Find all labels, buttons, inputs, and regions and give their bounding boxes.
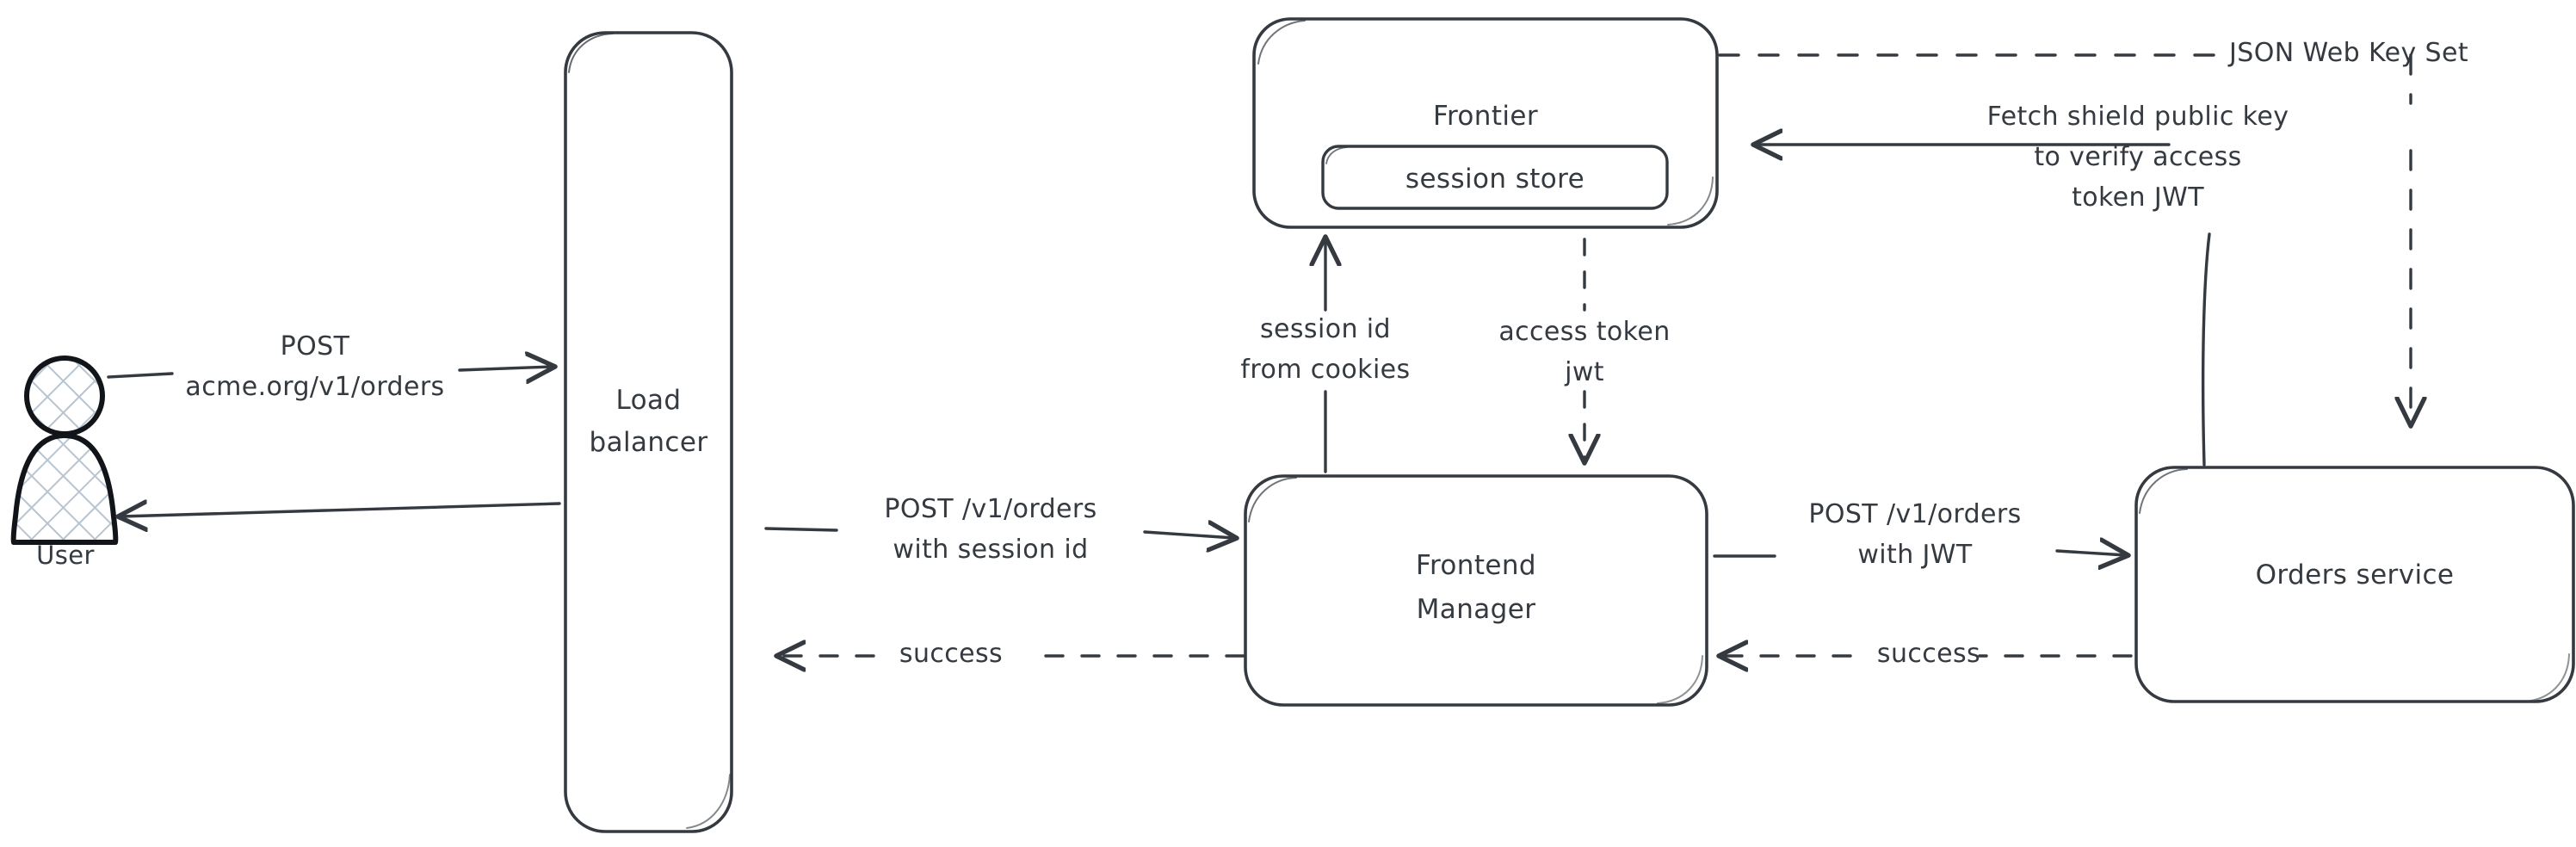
session-store-node[interactable]	[1321, 145, 1669, 210]
edge-user-to-load-balancer	[107, 367, 553, 377]
frontend-manager-node[interactable]	[1244, 474, 1708, 707]
edge-load-balancer-to-frontend-manager	[764, 529, 1234, 538]
orders-service-node[interactable]	[2134, 466, 2575, 703]
edge-load-balancer-to-user	[120, 504, 561, 516]
edge-orders-service-to-frontier	[1756, 145, 2211, 467]
edge-frontier-to-orders-service	[1718, 53, 2411, 424]
user-actor-icon	[10, 355, 119, 545]
edge-frontend-manager-to-orders-service	[1713, 551, 2126, 556]
load-balancer-node[interactable]	[564, 31, 733, 833]
